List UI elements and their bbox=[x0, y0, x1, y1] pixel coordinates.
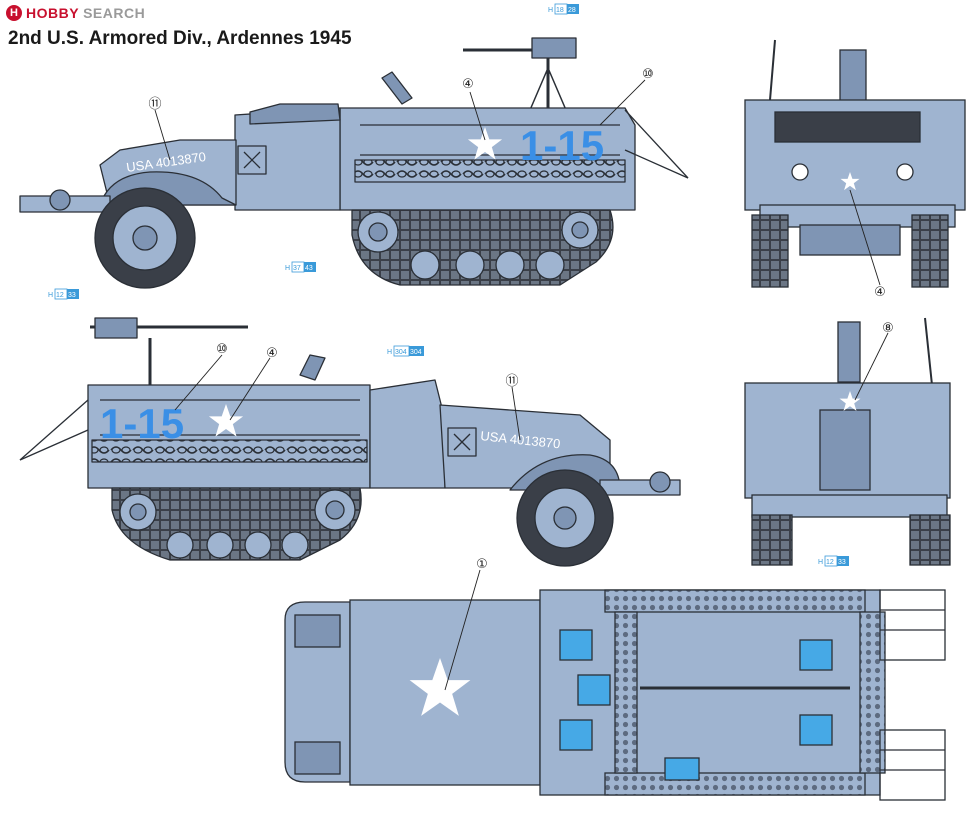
top-view bbox=[284, 589, 946, 801]
watermark-search: SEARCH bbox=[83, 5, 146, 21]
callout-c4c: ④ bbox=[266, 346, 278, 361]
svg-text:304: 304 bbox=[410, 349, 422, 356]
page-title: 2nd U.S. Armored Div., Ardennes 1945 bbox=[8, 28, 352, 49]
color-code-h2: H 37 43 bbox=[285, 261, 316, 273]
svg-text:12: 12 bbox=[56, 292, 64, 299]
color-code-h4: H 304 304 bbox=[387, 345, 424, 357]
color-code-h5: H 12 33 bbox=[818, 555, 849, 567]
svg-text:37: 37 bbox=[293, 265, 301, 272]
svg-text:H: H bbox=[548, 7, 553, 14]
unit-code-marking-1: 1-15 bbox=[520, 122, 604, 169]
hobby-search-icon: H bbox=[6, 5, 22, 21]
callout-c4a: ④ bbox=[462, 77, 474, 92]
color-code-h1: H 18 28 bbox=[548, 3, 579, 15]
unit-code-marking-2: 1-15 bbox=[100, 400, 184, 447]
watermark-logo: H HOBBY SEARCH bbox=[6, 4, 145, 22]
watermark-brand: HOBBY bbox=[26, 5, 80, 21]
front-view bbox=[744, 39, 966, 288]
callout-c4b: ④ bbox=[874, 285, 886, 300]
svg-text:304: 304 bbox=[395, 349, 407, 356]
leader-lines bbox=[154, 79, 889, 691]
svg-text:28: 28 bbox=[568, 7, 576, 14]
callouts: ⑪ ④ ⑩ ④ ⑩ ④ ⑪ ⑧ ① bbox=[148, 67, 893, 572]
callout-c11a: ⑪ bbox=[148, 97, 161, 112]
machine-gun-side2 bbox=[90, 317, 248, 385]
callout-c10b: ⑩ bbox=[216, 342, 228, 357]
callout-c8: ⑧ bbox=[882, 321, 894, 336]
svg-text:12: 12 bbox=[826, 559, 834, 566]
machine-gun-top bbox=[463, 37, 577, 111]
svg-text:33: 33 bbox=[838, 559, 846, 566]
rear-view bbox=[744, 317, 951, 566]
callout-c10a: ⑩ bbox=[642, 67, 654, 82]
svg-text:33: 33 bbox=[68, 292, 76, 299]
side-view-right bbox=[19, 317, 681, 567]
svg-text:18: 18 bbox=[556, 7, 564, 14]
svg-text:H: H bbox=[285, 265, 290, 272]
svg-text:H: H bbox=[818, 559, 823, 566]
svg-text:H: H bbox=[48, 292, 53, 299]
svg-text:43: 43 bbox=[305, 265, 313, 272]
svg-text:H: H bbox=[387, 349, 392, 356]
callout-c11b: ⑪ bbox=[505, 374, 518, 389]
callout-c1: ① bbox=[476, 557, 488, 572]
color-code-h3: H 12 33 bbox=[48, 288, 79, 300]
side-view-left bbox=[19, 37, 689, 289]
